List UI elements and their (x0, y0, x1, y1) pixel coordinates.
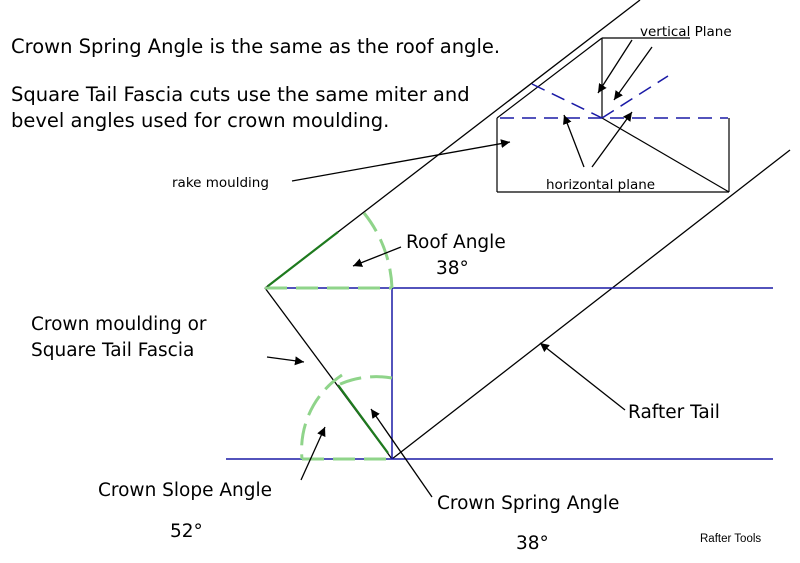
crown-moulding-label-2: Square Tail Fascia (31, 340, 194, 361)
rafter-outline (264, 0, 791, 460)
moulding-highlights (267, 231, 389, 454)
crown-face-highlight (337, 384, 389, 454)
vertical-plane-arrow-2 (613, 46, 653, 101)
plane-box-blue-dashes (500, 75, 728, 119)
leader-arrows (266, 39, 653, 498)
crown-slope-angle-label: Crown Slope Angle (98, 480, 272, 501)
horizontal-plane-arrow-left (563, 114, 585, 168)
roof-angle-label: Roof Angle (406, 232, 506, 253)
crown-spring-angle-arc (337, 375, 393, 387)
crown-slope-angle-value: 52° (170, 521, 203, 542)
vertical-plane-dashed-left (531, 83, 603, 119)
roof-angle-arc (362, 212, 394, 289)
text-labels: Crown Spring Angle is the same as the ro… (11, 24, 761, 554)
rafter-tail-arrow (539, 342, 626, 411)
crown-spring-arrow (370, 408, 433, 498)
horizontal-plane-label: horizontal plane (546, 177, 655, 193)
plane-box-right-diagonal (601, 117, 730, 193)
plane-box-upper-diagonal (496, 37, 603, 119)
roof-angle-value: 38° (436, 258, 469, 279)
crown-slope-angle-arc (300, 373, 343, 460)
vertical-plane-label: vertical Plane (640, 24, 732, 40)
crown-moulding-arrow (266, 356, 305, 366)
heading-line-3: bevel angles used for crown moulding. (11, 109, 389, 132)
heading-line-2: Square Tail Fascia cuts use the same mit… (11, 83, 470, 106)
vertical-plane-dashed-right (601, 75, 669, 119)
vertical-plane-arrow (597, 39, 633, 94)
heading-line-1: Crown Spring Angle is the same as the ro… (11, 35, 500, 58)
crown-moulding-label-1: Crown moulding or (31, 314, 207, 335)
rake-moulding-highlight (267, 231, 339, 287)
crown-spring-angle-label: Crown Spring Angle (437, 493, 619, 514)
rafter-bottom-edge (391, 149, 791, 460)
credit-label: Rafter Tools (700, 533, 761, 545)
horizontal-plane-arrow-right (591, 111, 633, 168)
angle-markings (265, 212, 394, 461)
roof-angle-arrow (352, 246, 402, 267)
crown-spring-angle-value: 38° (516, 533, 549, 554)
plane-box (496, 37, 730, 193)
rafter-tail-label: Rafter Tail (628, 402, 720, 423)
crown-slope-arrow (300, 426, 326, 481)
reference-lines (226, 287, 773, 460)
rake-moulding-arrow (291, 139, 511, 182)
rake-moulding-label: rake moulding (172, 175, 269, 191)
